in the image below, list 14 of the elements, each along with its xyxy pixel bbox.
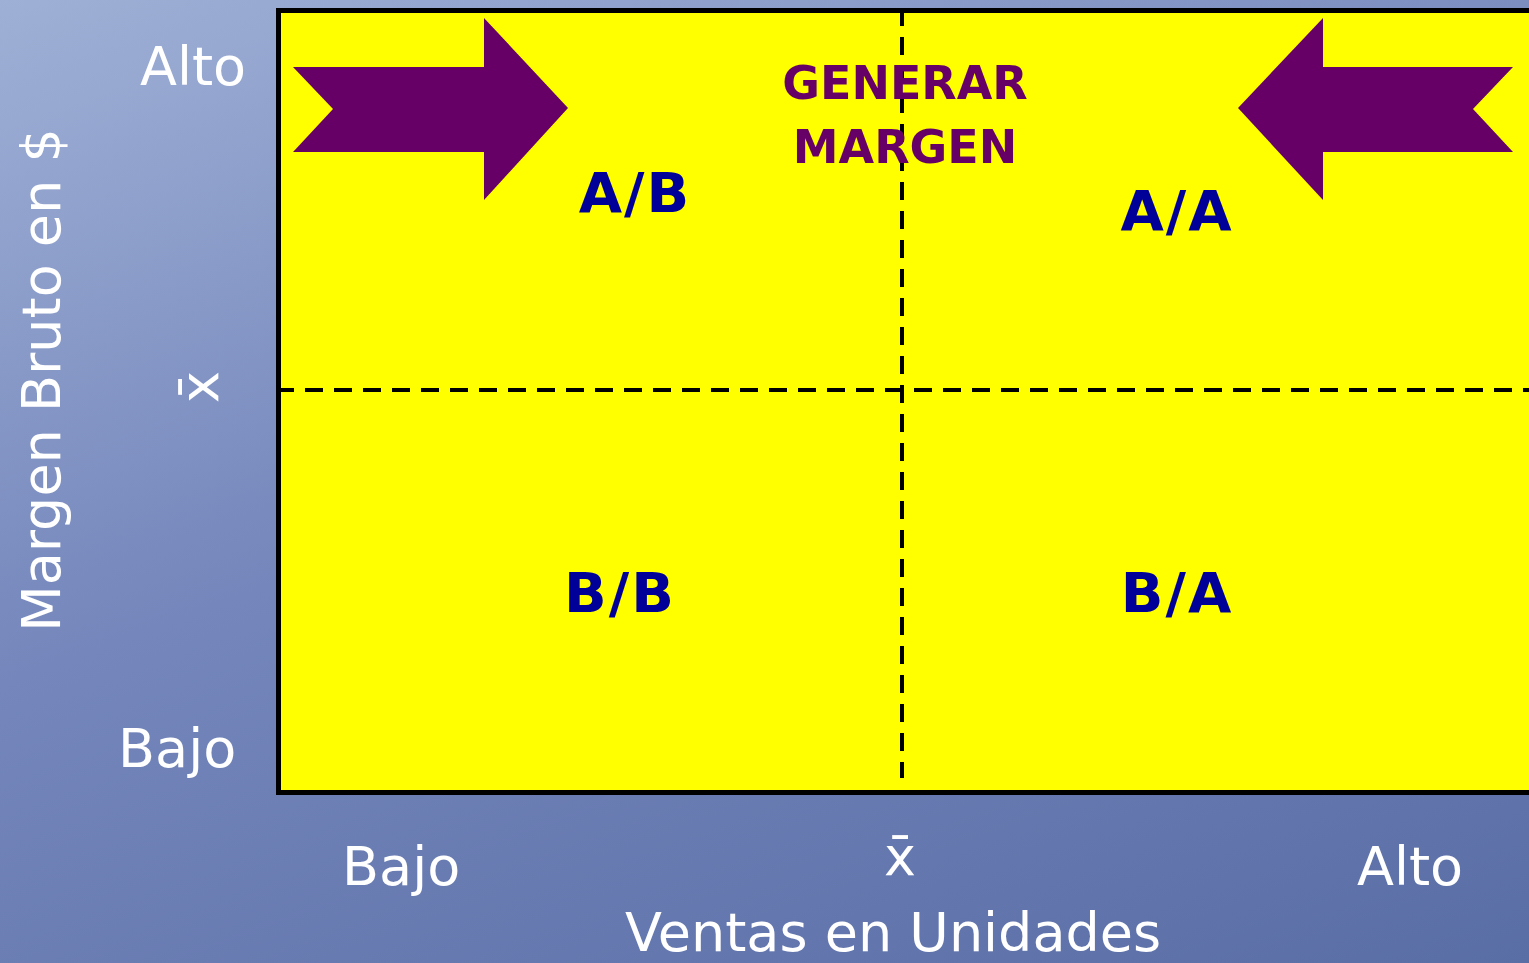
quadrant-label: A/A (1120, 183, 1234, 239)
strategy-label: GENERAR MARGEN (765, 51, 1045, 179)
quadrant-label: A/B (578, 165, 692, 221)
quadrant-label: B/B (564, 565, 676, 621)
axis-label: Bajo (118, 722, 237, 776)
axis-title: Ventas en Unidades (625, 906, 1162, 960)
quadrant-label: B/A (1120, 565, 1234, 621)
quadrant-matrix (276, 8, 1529, 795)
axis-label: Alto (1357, 840, 1464, 894)
axis-label: Bajo (342, 840, 461, 894)
axis-title: Margen Bruto en $ (15, 128, 69, 632)
mean-symbol: x̄ (884, 830, 916, 884)
axis-label: Alto (140, 40, 247, 94)
mean-symbol: x̄ (173, 371, 227, 403)
